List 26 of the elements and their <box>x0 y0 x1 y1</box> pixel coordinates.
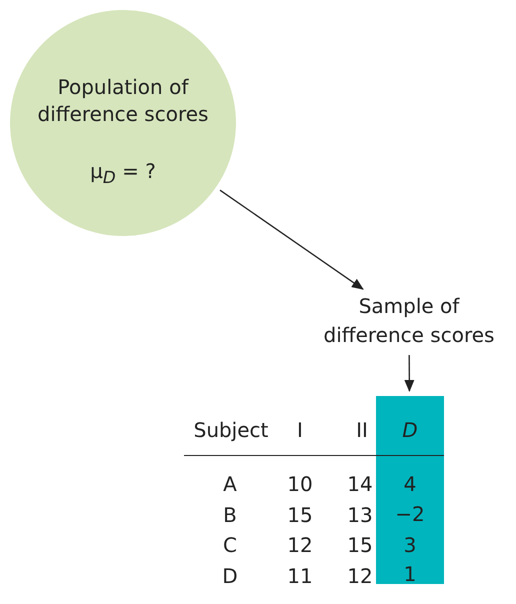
arrow <box>404 355 414 392</box>
column-header: D <box>401 418 419 442</box>
difference-score: 3 <box>402 533 418 557</box>
mean-formula: μ$_{D}$ = ? <box>89 158 157 189</box>
score-value: 12 <box>347 564 373 588</box>
score-value: 15 <box>287 502 313 526</box>
arrow <box>220 190 364 290</box>
difference-score: 1 <box>402 562 418 586</box>
score-value: 15 <box>347 533 373 557</box>
population-title: Population of difference scores <box>36 74 210 128</box>
difference-score: −2 <box>394 502 426 526</box>
score-value: 14 <box>347 472 373 496</box>
score-value: 10 <box>287 472 313 496</box>
subject-label: C <box>223 533 237 557</box>
subject-label: A <box>223 472 237 496</box>
subject-label: B <box>223 502 237 526</box>
subject-label: D <box>222 564 238 588</box>
difference-score: 4 <box>402 472 418 496</box>
sample-caption: Sample of difference scores <box>312 292 506 350</box>
difference-column <box>376 396 444 584</box>
score-value: 13 <box>347 502 373 526</box>
score-value: 11 <box>287 564 313 588</box>
column-header: I <box>297 418 303 442</box>
score-value: 12 <box>287 533 313 557</box>
column-header: II <box>356 418 368 442</box>
column-header: Subject <box>194 418 268 442</box>
